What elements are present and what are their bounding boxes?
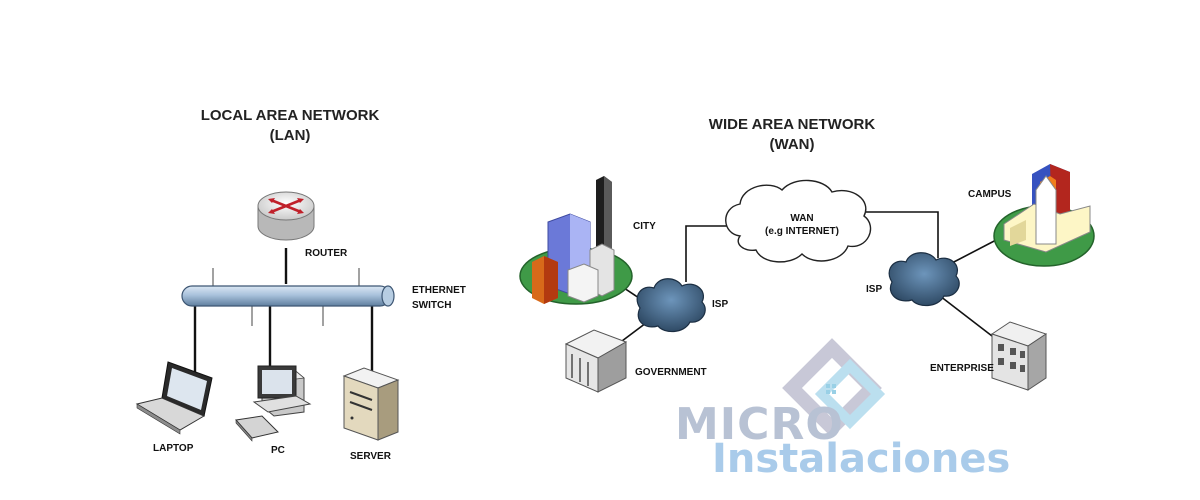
watermark-micro: MICRO (675, 399, 844, 450)
government-label: GOVERNMENT (635, 367, 707, 378)
wan-cloud-label-line1: WAN (790, 213, 814, 224)
enterprise-icon (990, 321, 1048, 391)
campus-icon (993, 164, 1095, 267)
server-icon (342, 367, 400, 441)
isp-right-label: ISP (866, 284, 883, 295)
wan-title: WIDE AREA NETWORK (WAN) (682, 115, 902, 155)
campus-label: CAMPUS (968, 189, 1012, 200)
wan-title-line1: WIDE AREA NETWORK (708, 116, 876, 133)
router-label: ROUTER (305, 248, 348, 259)
pc-label: PC (271, 445, 285, 456)
lan-title-line1: LOCAL AREA NETWORK (200, 107, 380, 124)
laptop-icon (135, 361, 213, 435)
switch-label-line2: SWITCH (412, 300, 452, 311)
isp-cloud-right-icon (888, 252, 960, 307)
city-label: CITY (633, 221, 656, 232)
watermark-logo-icon (782, 338, 886, 438)
wan-cloud-label: WAN (e.g INTERNET) (752, 212, 852, 238)
switch-label-line1: ETHERNET (412, 285, 466, 296)
ethernet-switch-label: ETHERNET SWITCH (412, 283, 466, 313)
watermark-instalaciones: Instalaciones (712, 436, 1011, 482)
lan-title: LOCAL AREA NETWORK (LAN) (170, 106, 410, 146)
laptop-label: LAPTOP (153, 443, 194, 454)
enterprise-label: ENTERPRISE (930, 363, 994, 374)
lan-cables (193, 248, 374, 375)
ethernet-switch (181, 285, 395, 307)
pc-icon (235, 365, 312, 442)
wan-cloud-label-line2: (e.g INTERNET) (765, 226, 839, 237)
router-icon (257, 191, 315, 241)
server-label: SERVER (350, 451, 391, 462)
lan-title-line2: (LAN) (269, 127, 311, 144)
isp-cloud-left-icon (636, 278, 706, 333)
isp-left-label: ISP (712, 299, 729, 310)
switch-ports (212, 268, 360, 326)
government-icon (564, 329, 628, 393)
wan-internet-cloud-icon (725, 179, 872, 263)
wan-title-line2: (WAN) (769, 136, 815, 153)
city-icon (519, 176, 633, 305)
